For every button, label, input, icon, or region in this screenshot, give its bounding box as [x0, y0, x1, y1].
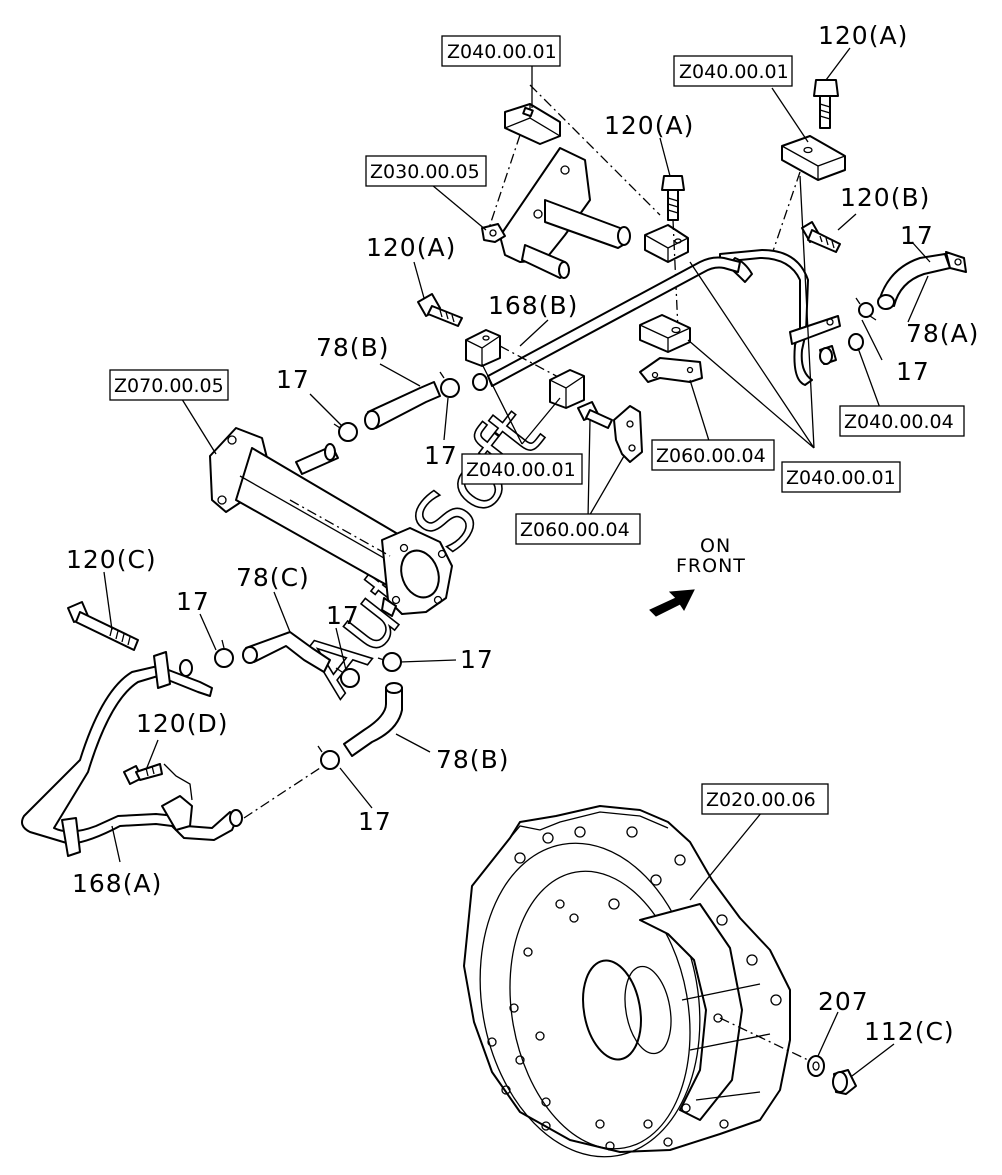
svg-text:Z030.00.05: Z030.00.05 — [370, 161, 480, 183]
label-120c: 120(C) — [66, 545, 157, 574]
label-78b-lower: 78(B) — [436, 745, 509, 774]
small-fitting-right — [819, 345, 837, 365]
front-label: FRONT — [676, 555, 746, 577]
svg-text:Z040.00.01: Z040.00.01 — [786, 467, 896, 489]
clip-17-right — [855, 297, 877, 321]
front-arrow-icon — [649, 589, 695, 617]
clamp-block-upper-right — [781, 135, 846, 181]
label-78a: 78(A) — [906, 319, 979, 348]
svg-text:Z040.00.01: Z040.00.01 — [679, 61, 789, 83]
leader-lines — [103, 47, 931, 1077]
svg-text:Z040.00.04: Z040.00.04 — [844, 411, 954, 433]
clamp-block-center-upper — [644, 224, 689, 263]
ref-z070: Z070.00.05 — [109, 369, 229, 401]
ref-z040-right-01: Z040.00.01 — [781, 461, 901, 493]
ref-z040-top-right: Z040.00.01 — [673, 55, 793, 87]
label-78b-upper: 78(B) — [316, 333, 389, 362]
bracket-z060-lower — [613, 405, 643, 463]
clip-17-upper-b — [439, 371, 460, 398]
clip-17-lower-a — [214, 639, 234, 668]
label-112c: 112(C) — [864, 1017, 955, 1046]
clip-17-top-right — [945, 251, 967, 273]
bolt-120a-right — [813, 79, 839, 129]
bracket-z060-center — [639, 357, 703, 383]
front-direction-indicator: ON FRONT — [649, 535, 746, 617]
engine-mount-bracket — [481, 147, 631, 279]
label-120d: 120(D) — [136, 709, 228, 738]
clamp-block-upper-left — [504, 103, 561, 145]
svg-text:Z020.00.06: Z020.00.06 — [706, 789, 816, 811]
ref-z060-center: Z060.00.04 — [651, 439, 775, 471]
label-17-lower-b: 17 — [326, 601, 360, 630]
hose-78b-upper — [364, 381, 441, 430]
label-17-lower-c: 17 — [358, 807, 392, 836]
label-17-upper-a: 17 — [276, 365, 310, 394]
label-17-right: 17 — [896, 357, 930, 386]
bolt-120a-left — [417, 293, 463, 327]
svg-text:Z060.00.04: Z060.00.04 — [656, 445, 766, 467]
clip-17-lower-c — [317, 745, 340, 770]
hose-78c — [242, 631, 331, 673]
tube-168b — [472, 256, 741, 391]
label-207: 207 — [818, 987, 869, 1016]
clamp-block-lower-center — [549, 369, 585, 409]
bolt-lower-center — [577, 401, 613, 429]
clip-17-lower-b — [335, 667, 360, 688]
label-168a: 168(A) — [72, 869, 162, 898]
front-on-label: ON — [700, 535, 731, 557]
label-120b: 120(B) — [840, 183, 930, 212]
label-17-top-right: 17 — [900, 221, 934, 250]
hose-78a — [877, 253, 951, 310]
ref-z040-center: Z040.00.01 — [461, 453, 583, 485]
plug-right — [848, 333, 864, 351]
hose-78b-lower — [343, 682, 403, 757]
tube-168a — [21, 651, 243, 857]
ref-z020: Z020.00.06 — [701, 783, 829, 815]
label-17-lower-a: 17 — [176, 587, 210, 616]
ref-z040-right-04: Z040.00.04 — [839, 405, 965, 437]
label-78c: 78(C) — [236, 563, 310, 592]
clip-17-upper-a — [333, 422, 358, 442]
label-17-lower-elbow: 17 — [460, 645, 494, 674]
svg-text:Z070.00.05: Z070.00.05 — [114, 375, 224, 397]
ref-z030: Z030.00.05 — [365, 155, 487, 187]
plug-112c — [832, 1069, 857, 1095]
label-120a-left: 120(A) — [366, 233, 456, 262]
label-120a-center: 120(A) — [604, 111, 694, 140]
svg-text:Z040.00.01: Z040.00.01 — [466, 459, 576, 481]
clamp-block-left — [465, 329, 501, 367]
label-17-upper-b: 17 — [424, 441, 458, 470]
bolt-120d — [123, 763, 163, 785]
bolt-120a-center — [661, 175, 685, 221]
bolt-120b — [801, 221, 841, 253]
svg-text:Z060.00.04: Z060.00.04 — [520, 519, 630, 541]
bolt-120c — [67, 601, 139, 651]
label-168b: 168(B) — [488, 291, 578, 320]
part-labels: 120(A) 120(A) 120(B) 120(A) 168(B) 78(B)… — [66, 21, 979, 1046]
flywheel-housing — [463, 805, 791, 1158]
ref-z040-top-left: Z040.00.01 — [441, 35, 561, 67]
egr-cooler — [209, 427, 453, 617]
washer-207 — [807, 1055, 825, 1077]
label-120a-top-right: 120(A) — [818, 21, 908, 50]
clamp-block-center-lower — [639, 314, 691, 353]
svg-text:Z040.00.01: Z040.00.01 — [447, 41, 557, 63]
ref-z060-lower: Z060.00.04 — [515, 513, 641, 545]
